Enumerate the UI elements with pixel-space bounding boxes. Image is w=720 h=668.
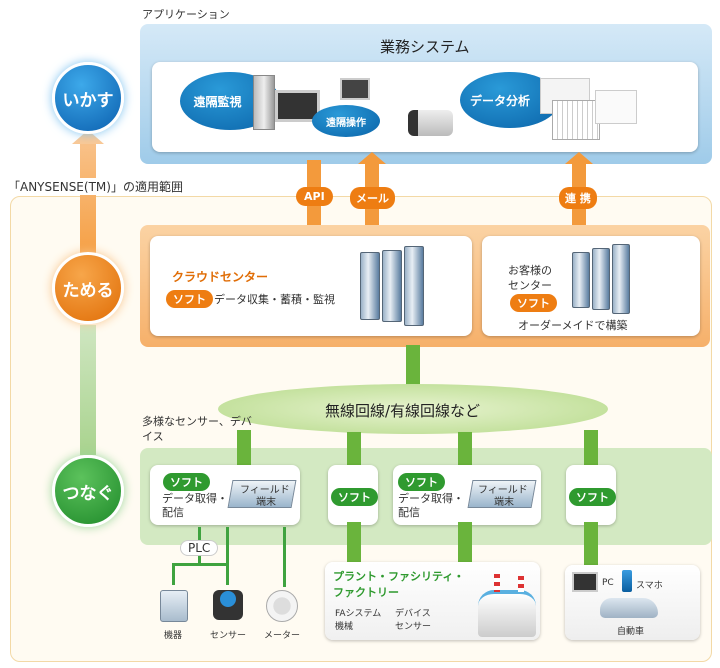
- scope-label: 「ANYSENSE(TM)」の適用範囲: [6, 178, 185, 195]
- cloud-center-title: クラウドセンター: [172, 270, 269, 284]
- server-icon: [612, 244, 630, 314]
- desktop-pc-icon: [253, 75, 275, 130]
- network-down-arrow: [458, 432, 472, 467]
- factory-icon: [478, 590, 536, 637]
- stage-store-circle: ためる: [52, 252, 124, 324]
- mail-arrow-head: [358, 152, 386, 164]
- field-soft-badge: ソフト: [398, 473, 445, 491]
- field-desc: 配信: [162, 506, 184, 519]
- link-badge: 連 携: [559, 187, 597, 209]
- field-terminal-label: フィールド: [478, 485, 528, 496]
- table-report-icon: [595, 90, 637, 124]
- api-badge: API: [296, 187, 333, 206]
- pc-label: PC: [602, 578, 614, 588]
- plant-fa: 機械: [335, 622, 354, 632]
- consumer-arrow: [584, 522, 598, 567]
- smartphone-label: スマホ: [636, 581, 663, 591]
- remote-operation-bubble: 遠隔操作: [312, 105, 380, 137]
- devices-label: 多様なセンサー、デバイス: [142, 415, 252, 443]
- car-label: 自動車: [617, 627, 645, 637]
- server-icon: [382, 250, 402, 322]
- plc-badge: PLC: [180, 540, 219, 556]
- chimney-icon: [494, 574, 500, 592]
- stage-arrow-upper: [80, 140, 96, 255]
- mail-badge: メール: [350, 187, 395, 209]
- field-soft-badge: ソフト: [163, 473, 210, 491]
- field-terminal-label: 端末: [494, 497, 514, 508]
- stage-arrow-lower: [80, 325, 96, 455]
- device-line: [172, 563, 229, 566]
- network-label: 無線回線/有線回線など: [325, 402, 481, 420]
- car-icon: [600, 598, 658, 618]
- cloud-soft-badge: ソフト: [166, 290, 213, 308]
- field-desc: 配信: [398, 506, 420, 519]
- chimney-icon: [518, 576, 524, 592]
- stage-arrow-head: [72, 130, 104, 144]
- cloud-description: データ収集・蓄積・監視: [214, 293, 335, 306]
- sensor-icon: [213, 590, 243, 620]
- network-down-arrow: [584, 430, 598, 465]
- graph-report-icon: [552, 100, 600, 140]
- customer-center-box: [482, 236, 700, 336]
- field-soft-badge: ソフト: [331, 488, 378, 506]
- smartphone-icon: [622, 570, 632, 592]
- plant-arrow: [347, 522, 361, 562]
- meter-line: [283, 527, 286, 587]
- field-terminal-label: フィールド: [240, 485, 290, 496]
- customer-soft-badge: ソフト: [510, 294, 557, 312]
- endpoint-label: 機器: [164, 631, 183, 641]
- field-soft-badge: ソフト: [569, 488, 616, 506]
- meter-icon: [266, 590, 298, 622]
- application-label: アプリケーション: [142, 8, 230, 21]
- network-ellipse: [218, 384, 608, 434]
- field-desc: データ取得・: [162, 492, 228, 505]
- plant-device: センサー: [395, 622, 432, 632]
- network-down-arrow: [237, 430, 251, 465]
- customer-title-line1: お客様の: [508, 264, 552, 277]
- stage-connect-circle: つなぐ: [52, 455, 124, 527]
- camera-icon: [408, 110, 453, 136]
- field-terminal-label: 端末: [256, 497, 276, 508]
- network-arrow: [406, 345, 420, 385]
- customer-title-line2: センター: [508, 279, 552, 292]
- endpoint-label: メーター: [264, 631, 301, 641]
- server-icon: [360, 252, 380, 320]
- device-line: [172, 563, 175, 585]
- small-pc-icon: [340, 78, 370, 100]
- customer-description: オーダーメイドで構築: [518, 319, 628, 332]
- plant-title: ファクトリー: [333, 586, 399, 599]
- business-system-title: 業務システム: [380, 38, 470, 56]
- plant-arrow: [458, 522, 472, 562]
- endpoint-label: センサー: [210, 631, 247, 641]
- server-icon: [572, 252, 590, 308]
- field-desc: データ取得・: [398, 492, 464, 505]
- network-down-arrow: [347, 432, 361, 467]
- server-icon: [404, 246, 424, 326]
- plant-fa: FAシステム: [335, 609, 382, 619]
- pc-icon: [572, 572, 598, 592]
- server-icon: [592, 248, 610, 310]
- equipment-icon: [160, 590, 188, 622]
- stage-use-circle: いかす: [52, 62, 124, 134]
- link-arrow-head-up: [565, 152, 593, 164]
- sensor-line: [226, 527, 229, 585]
- plant-device: デバイス: [395, 609, 431, 619]
- plant-title: プラント・ファシリティ・: [333, 570, 465, 583]
